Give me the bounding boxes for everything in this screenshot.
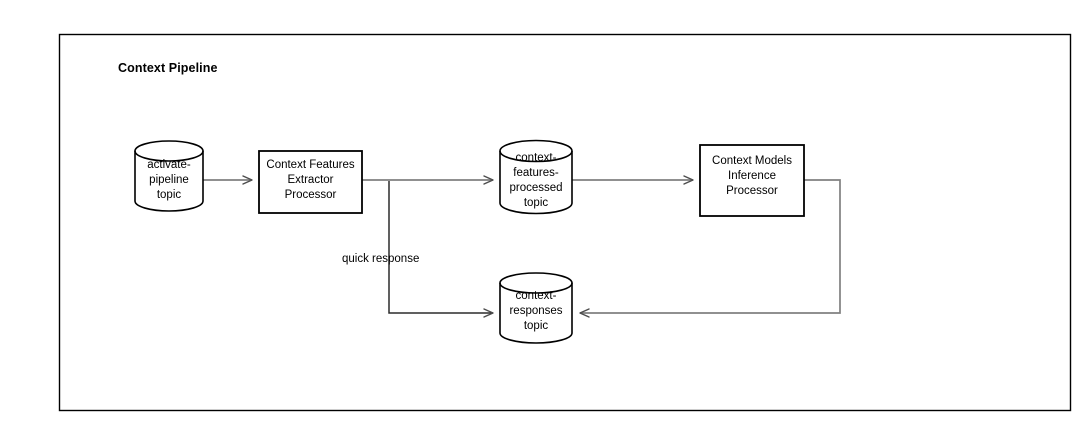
edge-inference-to-responses: [579, 179, 841, 318]
node-context-models-inference-processor[interactable]: [699, 144, 805, 217]
context-pipeline-frame: [58, 33, 1072, 412]
node-context-features-extractor-processor[interactable]: [258, 150, 363, 214]
page-title: Context Pipeline: [118, 61, 218, 75]
edge-label-quick-response: quick response: [342, 253, 420, 265]
node-context-features-processed-topic[interactable]: [499, 139, 573, 215]
edge-extractor-to-responses: [388, 181, 494, 318]
node-context-responses-topic[interactable]: [499, 272, 573, 344]
node-activate-pipeline-topic[interactable]: [134, 140, 204, 212]
